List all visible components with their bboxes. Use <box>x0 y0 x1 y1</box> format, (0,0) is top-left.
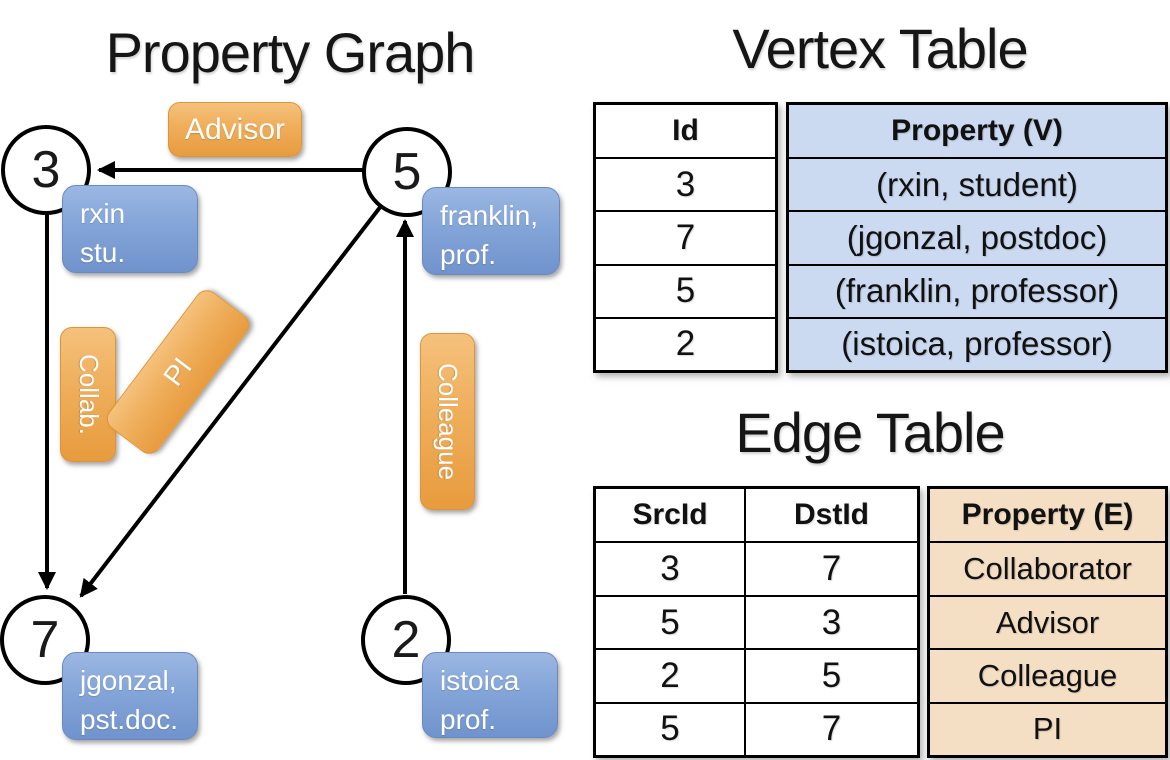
node-id-label: 7 <box>30 611 60 669</box>
edge-table-cell-property: Collaborator <box>930 541 1165 594</box>
edge-table-header-dstid: DstId <box>744 489 917 542</box>
edge-table-cell-srcid: 5 <box>660 602 680 642</box>
vertex-table-cell-id: 7 <box>596 210 775 263</box>
vertex-property-line1: rxin <box>80 198 126 229</box>
vertex-property-box-franklin: franklin, prof. <box>422 187 560 275</box>
edge-label-text: Collab. <box>73 354 104 435</box>
edge-label-text: PI <box>157 351 198 392</box>
edge-table-row: 3 7 <box>596 541 917 595</box>
vertex-property-box-rxin: rxin stu. <box>62 185 198 273</box>
edge-table-header-srcid: SrcId <box>632 498 708 532</box>
vertex-property-box-jgonzal: jgonzal, pst.doc. <box>62 652 198 740</box>
edge-line-pi-5-to-7 <box>79 204 383 598</box>
edge-label-collab: Collab. <box>60 327 116 462</box>
property-graph-title: Property Graph <box>105 21 476 84</box>
vertex-table-cell-id: 2 <box>596 316 775 370</box>
edge-table-cell-property: Advisor <box>930 594 1165 648</box>
vertex-property-line2: pst.doc. <box>80 704 179 736</box>
vertex-table-property-column: Property (V) (rxin, student) (jgonzal, p… <box>786 102 1168 373</box>
edge-table-cell-dstid: 3 <box>744 596 917 649</box>
node-id-label: 3 <box>31 141 61 199</box>
edge-label-text: Advisor <box>184 112 286 146</box>
graph-node-2: 2 <box>361 595 451 685</box>
vertex-table-cell-id: 5 <box>596 263 775 317</box>
graph-node-5: 5 <box>362 127 452 217</box>
edge-table-cell-srcid: 5 <box>660 709 680 749</box>
vertex-property-line1: istoica <box>440 665 520 696</box>
edge-table-row: 2 5 <box>596 648 917 702</box>
node-id-label: 5 <box>392 143 422 201</box>
edge-table-id-columns: SrcId DstId 3 7 5 3 2 5 5 7 <box>593 486 920 758</box>
edge-label-text: Colleague <box>433 362 463 481</box>
edge-table-header-property: Property (E) <box>961 498 1134 532</box>
edge-table-property-column: Property (E) Collaborator Advisor Collea… <box>927 486 1168 758</box>
vertex-property-line1: franklin, <box>440 200 539 231</box>
edge-table-cell-dstid: 5 <box>744 650 917 702</box>
edge-table-cell-property: PI <box>930 701 1165 755</box>
edge-table-cell-srcid: 3 <box>660 549 680 589</box>
vertex-table-header-property: Property (V) <box>891 114 1063 148</box>
graph-edges-svg <box>38 161 414 598</box>
edge-table-row: 5 3 <box>596 594 917 649</box>
vertex-property-box-istoica: istoica prof. <box>422 652 558 738</box>
vertex-table-cell-property: (istoica, professor) <box>789 316 1165 370</box>
node-id-label: 2 <box>391 611 421 669</box>
vertex-property-line2: prof. <box>440 704 497 736</box>
vertex-table-cell-property: (jgonzal, postdoc) <box>789 210 1165 263</box>
vertex-table-header-id: Id <box>672 114 699 148</box>
vertex-property-line2: prof. <box>440 239 497 271</box>
edge-table-header-row: SrcId DstId <box>596 489 917 542</box>
vertex-table-cell-property: (rxin, student) <box>789 157 1165 210</box>
vertex-table-title: Vertex Table <box>732 17 1028 80</box>
edge-table-cell-property: Colleague <box>930 648 1165 701</box>
edge-table-title: Edge Table <box>735 401 1005 464</box>
vertex-property-line1: jgonzal, <box>80 665 177 696</box>
vertex-table-cell-id: 3 <box>596 157 775 210</box>
edge-table-cell-dstid: 7 <box>744 703 917 756</box>
edge-table-cell-dstid: 7 <box>744 543 917 595</box>
vertex-table-cell-property: (franklin, professor) <box>789 263 1165 317</box>
vertex-table-id-column: Id 3 7 5 2 <box>593 102 778 373</box>
edge-table-cell-srcid: 2 <box>660 655 680 695</box>
edge-label-advisor: Advisor <box>168 102 302 157</box>
vertex-property-line2: stu. <box>80 237 126 269</box>
edge-table-row: 5 7 <box>596 701 917 756</box>
edge-label-colleague: Colleague <box>420 333 475 510</box>
